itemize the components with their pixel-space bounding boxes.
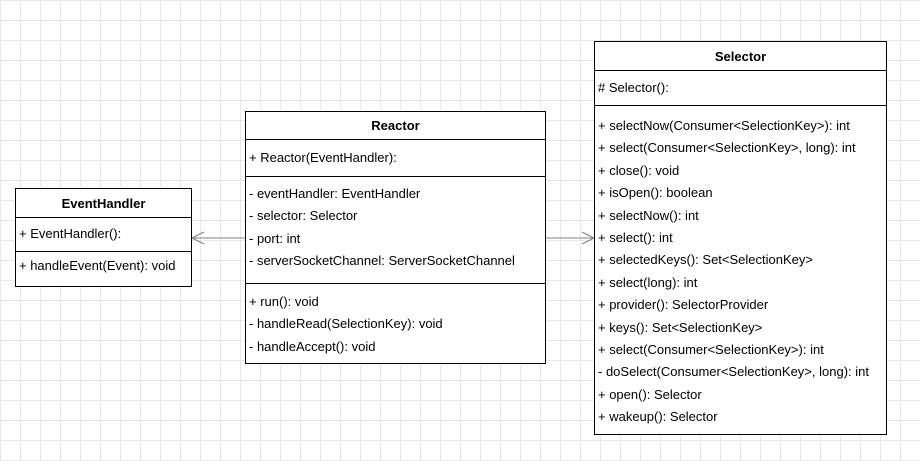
methods-section: + handleEvent(Event): void [16,252,191,277]
fields-section: - eventHandler: EventHandler - selector:… [246,177,545,284]
field-row: - selector: Selector [249,208,358,224]
constructor-row: + EventHandler(): [19,226,122,241]
constructors-section: # Selector(): [595,71,886,106]
method-row: - doSelect(Consumer<SelectionKey>, long)… [598,364,869,380]
method-row: + run(): void [249,294,319,309]
method-row: + selectNow(Consumer<SelectionKey>): int [598,118,850,133]
method-row: + keys(): Set<SelectionKey> [598,319,763,335]
class-event-handler[interactable]: EventHandler + EventHandler(): + handleE… [15,188,192,287]
method-row: + isOpen(): boolean [598,185,713,201]
method-row: + wakeup(): Selector [598,409,718,425]
methods-section: + selectNow(Consumer<SelectionKey>): int… [595,106,886,428]
field-row: - eventHandler: EventHandler [249,186,421,201]
constructors-section: + EventHandler(): [16,218,191,252]
field-row: - port: int [249,230,301,246]
class-title: Reactor [246,112,545,140]
method-row: + selectedKeys(): Set<SelectionKey> [598,252,813,268]
field-row: - serverSocketChannel: ServerSocketChann… [249,253,515,269]
methods-section: + run(): void - handleRead(SelectionKey)… [246,284,545,358]
class-title: Selector [595,42,886,71]
constructor-row: + Reactor(EventHandler): [249,150,397,165]
eventhandler-arrowhead [190,231,205,245]
method-row: + selectNow(): int [598,207,699,223]
method-row: - handleRead(SelectionKey): void [249,316,443,332]
method-row: + select(): int [598,229,673,245]
class-selector[interactable]: Selector # Selector(): + selectNow(Consu… [594,41,887,435]
constructor-row: # Selector(): [598,80,669,95]
method-row: - handleAccept(): void [249,338,376,354]
method-row: + provider(): SelectorProvider [598,297,769,313]
method-row: + close(): void [598,162,680,178]
method-row: + handleEvent(Event): void [19,258,176,273]
method-row: + select(Consumer<SelectionKey>, long): … [598,140,856,156]
method-row: + open(): Selector [598,386,702,402]
constructors-section: + Reactor(EventHandler): [246,140,545,177]
method-row: + select(long): int [598,274,698,290]
class-reactor[interactable]: Reactor + Reactor(EventHandler): - event… [245,111,546,364]
method-row: + select(Consumer<SelectionKey>): int [598,341,824,357]
class-title: EventHandler [16,189,191,218]
